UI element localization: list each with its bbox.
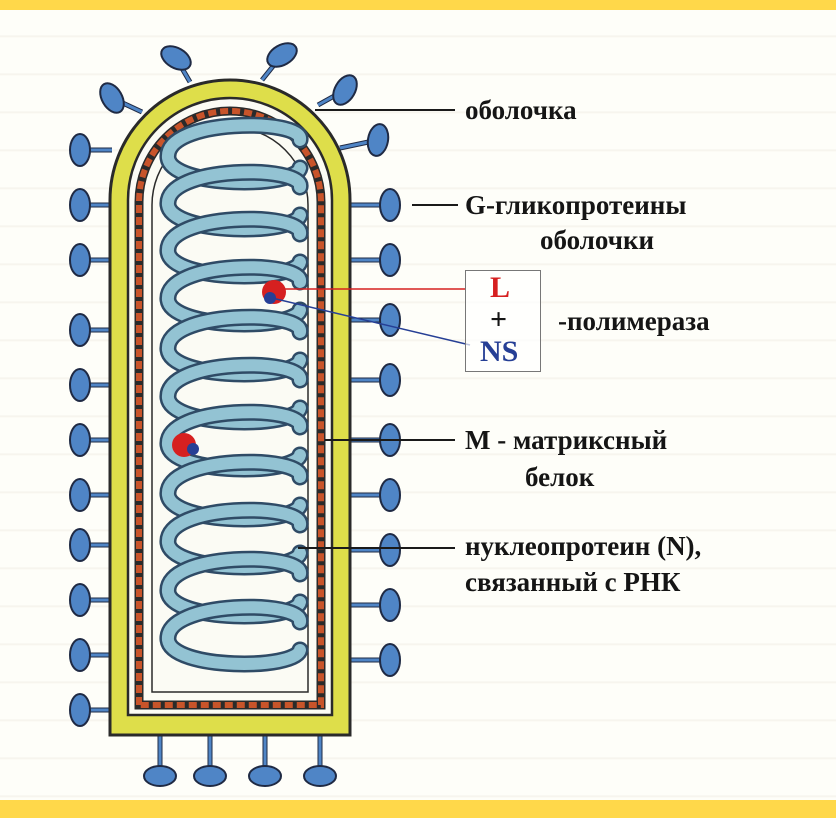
- polymerase-NS-label: NS: [480, 335, 518, 369]
- glycoprotein-spike-icon: [70, 694, 112, 726]
- glycoprotein-spike-icon: [70, 369, 112, 401]
- glycoprotein-spike-icon: [348, 589, 400, 621]
- glycoprotein-spike-icon: [70, 529, 112, 561]
- label-matrix-line2: белок: [525, 461, 594, 493]
- label-matrix-line1: М - матриксный: [465, 424, 667, 456]
- glycoprotein-spike-icon: [70, 314, 112, 346]
- glycoprotein-spike-icon: [194, 733, 226, 786]
- glycoprotein-spike-icon: [144, 733, 176, 786]
- glycoprotein-spike-icon: [348, 644, 400, 676]
- glycoprotein-spike-icon: [348, 189, 400, 221]
- glycoprotein-spike-icon: [348, 364, 400, 396]
- polymerase-plus-sign: +: [490, 303, 507, 337]
- glycoprotein-spike-icon: [70, 584, 112, 616]
- glycoprotein-spike-icon: [348, 244, 400, 276]
- glycoprotein-spike-icon: [249, 733, 281, 786]
- polymerase-L-label: L: [490, 271, 510, 305]
- glycoprotein-spike-icon: [70, 639, 112, 671]
- glycoprotein-spike-icon: [95, 79, 142, 117]
- glycoprotein-spike-icon: [157, 41, 195, 82]
- glycoprotein-spike-icon: [348, 534, 400, 566]
- label-envelope: оболочка: [465, 94, 577, 126]
- glycoprotein-spike-icon: [340, 123, 391, 158]
- glycoprotein-spike-icon: [348, 479, 400, 511]
- polymerase-box: L + NS: [465, 270, 541, 372]
- glycoprotein-spike-icon: [304, 733, 336, 786]
- glycoprotein-spike-icon: [70, 134, 112, 166]
- glycoprotein-spike-icon: [262, 38, 301, 80]
- glycoprotein-spike-icon: [70, 244, 112, 276]
- NS-protein-dot-lower: [187, 443, 199, 455]
- label-glycoproteins-line2: оболочки: [540, 224, 654, 256]
- label-glycoproteins-line1: G-гликопротеины: [465, 189, 686, 221]
- label-nucleoprotein-line1: нуклеопротеин (N),: [465, 530, 701, 562]
- glycoprotein-spike-icon: [70, 424, 112, 456]
- label-nucleoprotein-line2: связанный с РНК: [465, 566, 680, 598]
- glycoprotein-spike-icon: [70, 479, 112, 511]
- glycoprotein-spike-icon: [318, 71, 362, 109]
- glycoprotein-spike-icon: [348, 304, 400, 336]
- label-polymerase: -полимераза: [558, 305, 710, 337]
- glycoprotein-spike-icon: [70, 189, 112, 221]
